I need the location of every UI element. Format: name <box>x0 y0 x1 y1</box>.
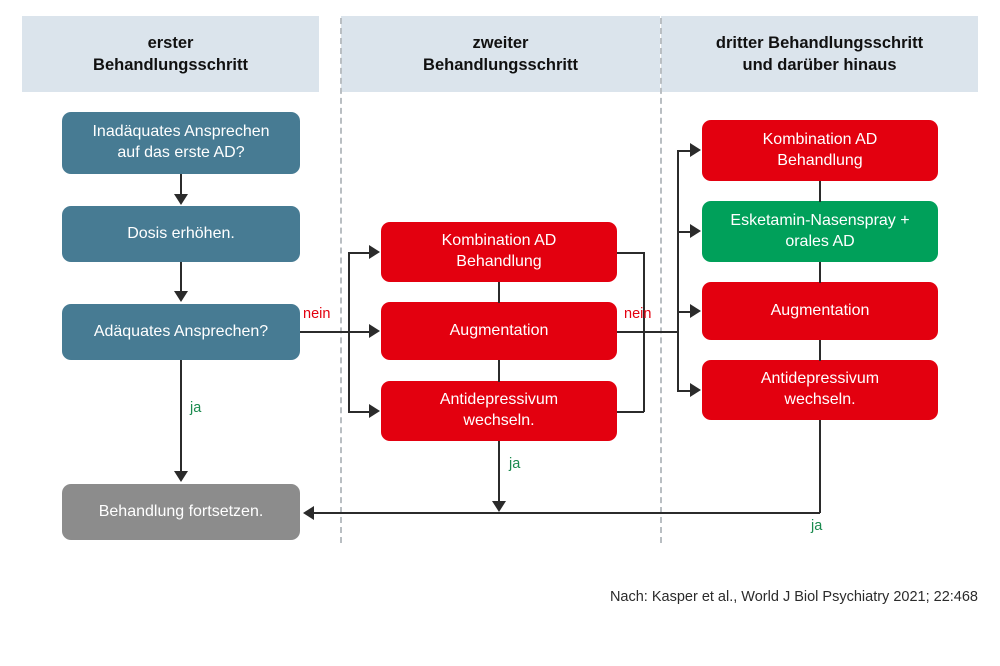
node-mid-switch-antidepressant-line2: wechseln. <box>463 412 535 429</box>
node-increase-dose[interactable]: Dosis erhöhen. <box>62 206 300 262</box>
column-header-step2-line1: zweiter <box>472 33 529 52</box>
edge-label-ja-right: ja <box>811 518 823 534</box>
return-line-horizontal <box>312 512 820 514</box>
node-mid-augmentation[interactable]: Augmentation <box>381 302 617 360</box>
arrowhead-n1-to-n2 <box>174 194 188 205</box>
right-bracket-branch-4 <box>677 390 692 392</box>
arrowhead-n3-to-n4 <box>174 471 188 482</box>
connector-mid2-to-mid3 <box>498 360 500 382</box>
connector-n1-to-n2 <box>180 174 182 196</box>
node-continue-treatment-label: Behandlung fortsetzen. <box>98 502 264 520</box>
node-right-augmentation-label: Augmentation <box>770 301 870 319</box>
column-header-step1: erster Behandlungsschritt <box>22 16 319 92</box>
connector-n3-to-n4 <box>180 360 182 472</box>
column-divider-2 <box>660 18 662 543</box>
edge-label-nein-2: nein <box>624 306 652 322</box>
arrowhead-n2-to-n3 <box>174 291 188 302</box>
arrowhead-mid-box-2 <box>369 324 380 338</box>
connector-right3-to-right4 <box>819 340 821 361</box>
right-bracket-branch-2 <box>677 231 692 233</box>
node-mid-combination-ad-line1: Kombination AD <box>441 232 557 250</box>
node-right-switch-antidepressant-line2: wechseln. <box>784 391 856 408</box>
node-right-combination-ad-line2: Behandlung <box>777 151 863 169</box>
arrowhead-mid-box-1 <box>369 245 380 259</box>
connector-n2-to-n3 <box>180 262 182 292</box>
node-right-esketamine-spray-line1: Esketamin-Nasenspray + <box>730 211 910 229</box>
node-mid-combination-ad[interactable]: Kombination AD Behandlung <box>381 222 617 282</box>
node-mid-switch-antidepressant[interactable]: Antidepressivum wechseln. <box>381 381 617 441</box>
node-right-esketamine-spray-line2: orales AD <box>785 232 855 250</box>
arrowhead-right-box-2 <box>690 224 701 238</box>
node-inadequate-response[interactable]: Inadäquates Ansprechen auf das erste AD? <box>62 112 300 174</box>
arrowhead-mid-to-return <box>492 501 506 512</box>
connector-mid1-to-mid2 <box>498 282 500 303</box>
node-right-esketamine-spray[interactable]: Esketamin-Nasenspray + orales AD <box>702 201 938 262</box>
mid-bracket-branch-mid <box>348 331 371 333</box>
edge-label-nein-1: nein <box>303 306 331 322</box>
mid-bracket-branch-bottom <box>348 411 371 413</box>
arrowhead-right-box-1 <box>690 143 701 157</box>
arrowhead-right-box-3 <box>690 304 701 318</box>
connector-right-to-return <box>819 420 821 513</box>
node-mid-switch-antidepressant-line1: Antidepressivum <box>439 391 559 409</box>
arrowhead-mid-box-3 <box>369 404 380 418</box>
node-right-combination-ad-line1: Kombination AD <box>762 130 878 148</box>
source-citation: Nach: Kasper et al., World J Biol Psychi… <box>609 589 978 605</box>
mid-collect-stub-mid <box>617 331 644 333</box>
edge-label-ja-middle: ja <box>509 456 521 472</box>
column-header-step3: dritter Behandlungsschritt und darüber h… <box>661 16 978 92</box>
node-inadequate-response-line1: Inadäquates Ansprechen <box>92 123 270 141</box>
mid-collect-stub-top <box>617 252 644 254</box>
right-bracket-branch-1 <box>677 150 692 152</box>
connector-mid-to-return <box>498 441 500 503</box>
node-increase-dose-label: Dosis erhöhen. <box>127 224 235 242</box>
arrowhead-right-box-4 <box>690 383 701 397</box>
column-divider-1 <box>340 18 342 543</box>
node-adequate-response[interactable]: Adäquates Ansprechen? <box>62 304 300 360</box>
column-header-step3-line1: dritter Behandlungsschritt <box>715 33 924 52</box>
column-header-step2: zweiter Behandlungsschritt <box>341 16 660 92</box>
node-right-switch-antidepressant-line1: Antidepressivum <box>760 370 880 388</box>
right-bracket-vertical <box>677 150 679 390</box>
column-header-step2-line2: Behandlungsschritt <box>423 56 578 74</box>
node-right-switch-antidepressant[interactable]: Antidepressivum wechseln. <box>702 360 938 420</box>
mid-bracket-branch-top <box>348 252 371 254</box>
connector-mid-to-right-bracket <box>643 331 679 333</box>
node-right-augmentation[interactable]: Augmentation <box>702 282 938 340</box>
edge-label-ja-left: ja <box>190 400 202 416</box>
column-header-step1-line2: Behandlungsschritt <box>93 56 248 74</box>
connector-right1-to-right2 <box>819 181 821 202</box>
right-bracket-branch-3 <box>677 311 692 313</box>
node-right-combination-ad[interactable]: Kombination AD Behandlung <box>702 120 938 181</box>
connector-right2-to-right3 <box>819 262 821 283</box>
node-mid-combination-ad-line2: Behandlung <box>456 253 542 270</box>
node-mid-augmentation-label: Augmentation <box>449 321 549 339</box>
node-continue-treatment[interactable]: Behandlung fortsetzen. <box>62 484 300 540</box>
connector-n3-to-mid-bracket <box>300 331 349 333</box>
column-header-step3-line2: und darüber hinaus <box>742 56 897 74</box>
arrowhead-return-to-continue <box>303 506 314 520</box>
node-adequate-response-label: Adäquates Ansprechen? <box>93 322 269 340</box>
node-inadequate-response-line2: auf das erste AD? <box>117 144 245 161</box>
mid-collect-stub-bottom <box>617 411 644 413</box>
column-header-step1-line1: erster <box>147 33 194 52</box>
